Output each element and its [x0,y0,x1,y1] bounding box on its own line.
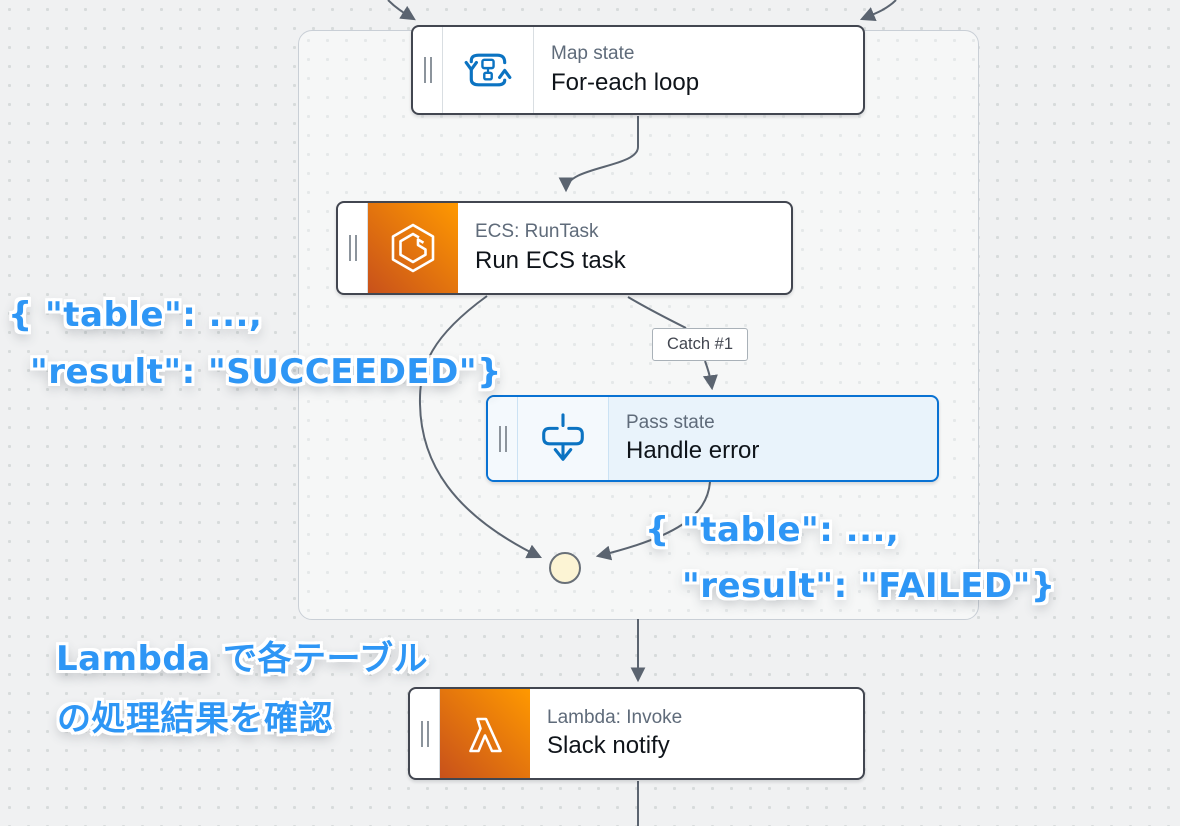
annotation-failed-line2: "result": "FAILED"} [682,566,1056,606]
pass-state-icon [518,397,609,480]
drag-handle-icon[interactable] [488,397,518,480]
annotation-failed-line1: { "table": ..., [645,510,900,550]
node-title: For-each loop [551,68,700,96]
lambda-service-icon [440,689,530,778]
edge-incoming-right [859,0,897,22]
map-loop-icon [443,27,534,113]
node-type-label: Map state [551,43,635,65]
node-title: Handle error [626,437,760,465]
drag-handle-icon[interactable] [413,27,443,113]
annotation-note-line2: の処理結果を確認 [57,699,333,739]
annotation-succeeded-line2: "result": "SUCCEEDED"} [30,352,502,392]
map-state-node[interactable]: Map state For-each loop [411,25,865,115]
node-type-label: ECS: RunTask [475,221,599,243]
annotation-succeeded-line1: { "table": ..., [8,295,263,335]
node-type-label: Pass state [626,411,715,433]
drag-handle-icon[interactable] [338,203,368,293]
annotation-note-line1: Lambda で各テーブル [56,639,428,679]
node-type-label: Lambda: Invoke [547,706,683,728]
edge-incoming-left [387,0,416,21]
catch-edge-label: Catch #1 [652,328,748,361]
pass-state-node[interactable]: Pass state Handle error [486,395,939,482]
node-title: Slack notify [547,732,670,760]
ecs-service-icon [368,203,458,293]
lambda-invoke-node[interactable]: Lambda: Invoke Slack notify [408,687,865,780]
node-title: Run ECS task [475,246,626,274]
drag-handle-icon[interactable] [410,689,440,778]
ecs-runtask-node[interactable]: ECS: RunTask Run ECS task [336,201,793,295]
